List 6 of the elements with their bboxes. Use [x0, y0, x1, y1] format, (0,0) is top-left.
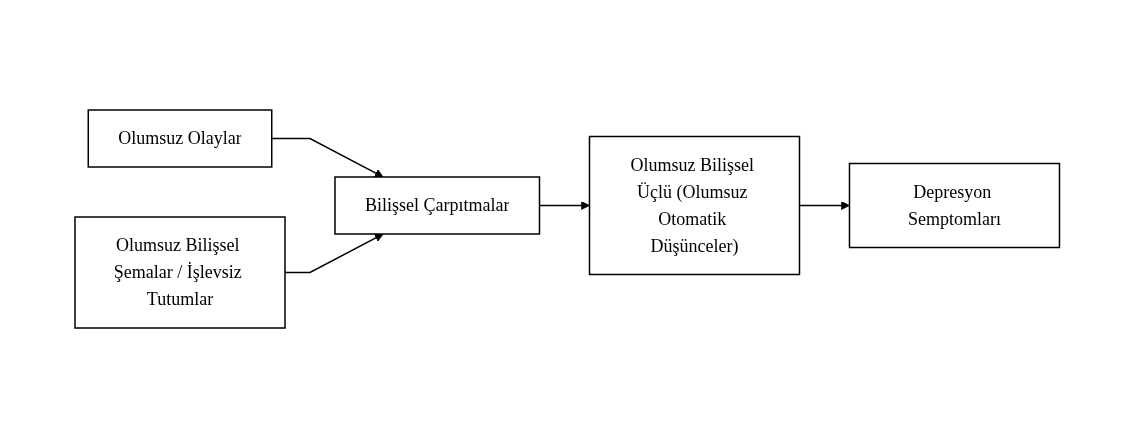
node-box: Depresyon Semptomları [848, 162, 1060, 249]
node-box: Bilişsel Çarpıtmalar [334, 176, 540, 235]
arrow [284, 233, 384, 274]
node-box: Olumsuz Olaylar [87, 109, 273, 168]
node-box: Olumsuz Bilişsel Şemalar / İşlevsiz Tutumlar [74, 216, 286, 329]
node-box: Olumsuz Bilişsel Üçlü (Olumsuz Otomatik Düşünceler) [588, 135, 800, 276]
